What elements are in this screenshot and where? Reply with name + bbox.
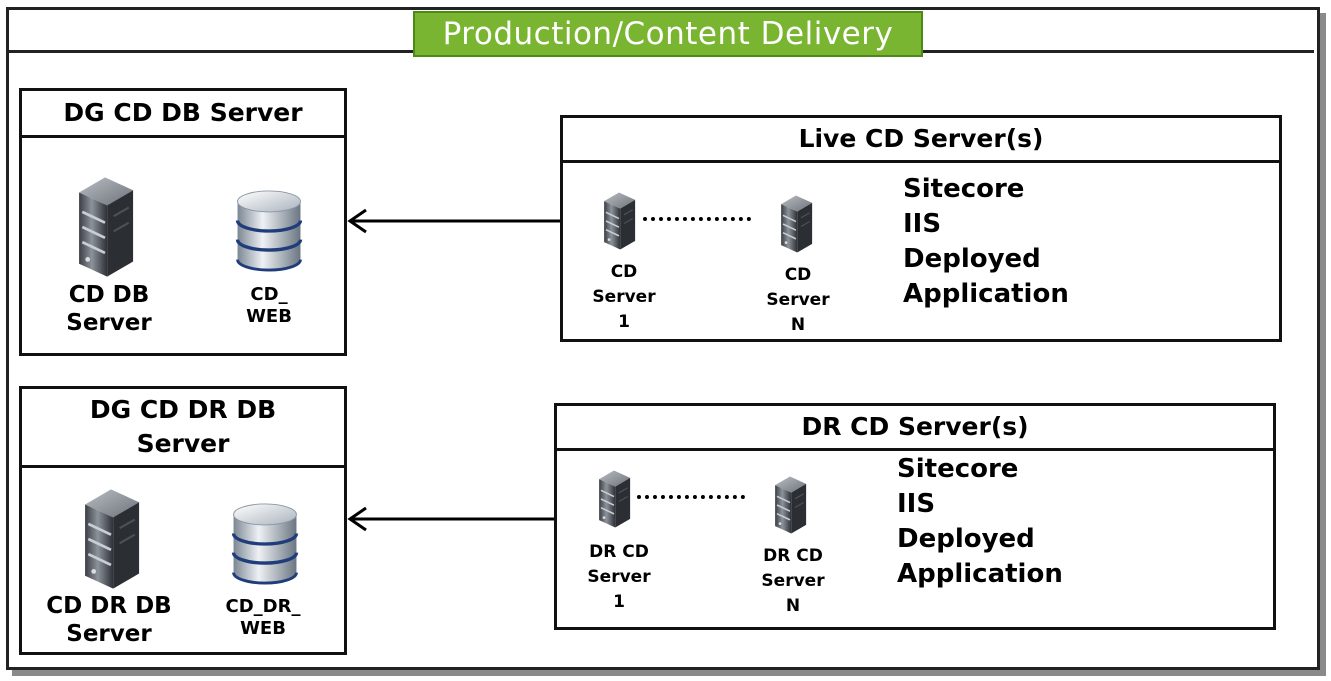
server-range-dots xyxy=(637,495,745,499)
server-range-dots xyxy=(643,217,751,221)
primary-db-database-label: CD_ WEB xyxy=(246,284,292,327)
dr-cd-server-first-label: DR CD Server 1 xyxy=(587,542,651,612)
dr-db-server-label: CD DR DB Server xyxy=(46,593,172,647)
primary-db-server-label: CD DB Server xyxy=(66,282,152,336)
dr-cd-server-last-label: DR CD Server N xyxy=(761,546,825,616)
diagram-title: Production/Content Delivery xyxy=(413,11,923,57)
live-cd-box: Live CD Server(s) xyxy=(560,115,1282,342)
feature-item: Deployed xyxy=(897,524,1035,554)
dr-cd-box: DR CD Server(s) xyxy=(554,403,1276,630)
feature-item: IIS xyxy=(903,209,942,239)
feature-item: IIS xyxy=(897,489,936,519)
live-cd-heading: Live CD Server(s) xyxy=(563,118,1279,163)
live-cd-server-last-label: CD Server N xyxy=(766,265,830,335)
feature-item: Application xyxy=(897,559,1063,589)
dr-cd-feature-list: Sitecore IIS Deployed Application xyxy=(897,452,1063,592)
feature-item: Sitecore xyxy=(903,174,1025,204)
dr-db-database-label: CD_DR_ WEB xyxy=(225,596,301,639)
dr-db-heading: DG CD DR DB Server xyxy=(22,389,344,468)
feature-item: Deployed xyxy=(903,244,1041,274)
primary-db-heading: DG CD DB Server xyxy=(22,91,344,138)
dr-cd-heading: DR CD Server(s) xyxy=(557,406,1273,451)
live-cd-feature-list: Sitecore IIS Deployed Application xyxy=(903,172,1069,312)
dr-to-db-arrow xyxy=(347,506,554,532)
feature-item: Application xyxy=(903,279,1069,309)
live-cd-server-first-label: CD Server 1 xyxy=(592,262,656,332)
live-to-db-arrow xyxy=(347,208,560,234)
feature-item: Sitecore xyxy=(897,454,1019,484)
